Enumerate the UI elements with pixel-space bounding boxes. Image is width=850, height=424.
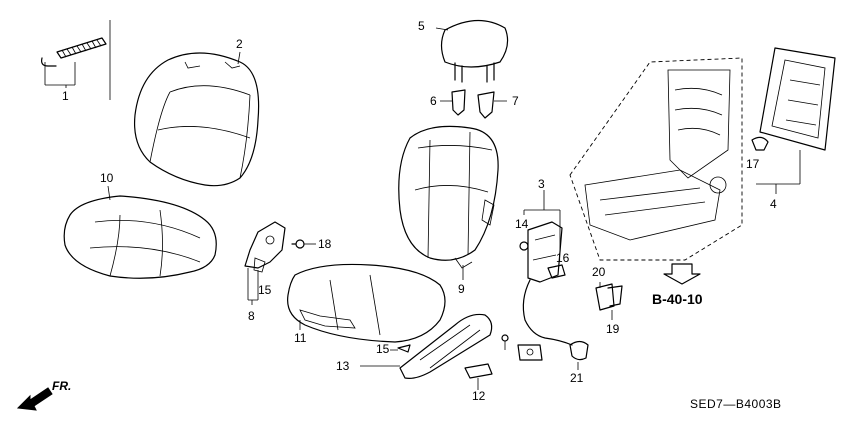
callout-15a: 15 bbox=[258, 283, 272, 297]
part-4-seat-frame bbox=[569, 57, 801, 261]
callout-6: 6 bbox=[430, 94, 437, 108]
part-5-headrest bbox=[435, 19, 509, 83]
callout-15b: 15 bbox=[376, 342, 390, 356]
part-21-clip bbox=[569, 340, 589, 370]
callout-18: 18 bbox=[318, 237, 332, 251]
callout-21: 21 bbox=[570, 371, 584, 385]
part-17-back-panel bbox=[751, 47, 836, 151]
callout-14: 14 bbox=[515, 217, 529, 231]
reference-arrow bbox=[663, 263, 701, 285]
part-6-7-guides bbox=[440, 89, 507, 119]
part-3-side-airbag bbox=[517, 190, 573, 361]
callout-16: 16 bbox=[556, 251, 570, 265]
callout-9: 9 bbox=[458, 282, 465, 296]
callout-2: 2 bbox=[236, 37, 243, 51]
part-18-screw bbox=[291, 239, 316, 249]
screw-harness bbox=[501, 334, 509, 350]
part-13-side-trim bbox=[360, 313, 493, 379]
callout-3: 3 bbox=[538, 177, 545, 191]
front-label: FR. bbox=[52, 379, 71, 393]
part-2-seat-back-cover bbox=[133, 51, 260, 187]
part-14-clip bbox=[519, 241, 529, 251]
callout-11: 11 bbox=[294, 331, 307, 345]
callout-10: 10 bbox=[100, 171, 114, 185]
callout-7: 7 bbox=[512, 94, 519, 108]
callout-12: 12 bbox=[472, 389, 486, 403]
callout-17: 17 bbox=[746, 157, 760, 171]
callout-4: 4 bbox=[770, 197, 777, 211]
part-8-bracket bbox=[244, 221, 286, 305]
front-arrow bbox=[16, 387, 53, 411]
part-9-seat-back-pad bbox=[398, 125, 499, 280]
part-12-cover bbox=[464, 363, 493, 390]
part-1-hog-rings bbox=[41, 20, 111, 100]
diagram-code: SED7—B4003B bbox=[690, 397, 782, 411]
callout-8: 8 bbox=[248, 309, 255, 323]
callout-19: 19 bbox=[606, 322, 620, 336]
reference-label: B-40-10 bbox=[652, 291, 703, 307]
part-19-20-clips bbox=[595, 282, 623, 320]
callout-5: 5 bbox=[418, 19, 425, 33]
part-11-cushion-pad bbox=[287, 263, 446, 343]
callout-1: 1 bbox=[62, 89, 69, 103]
part-10-cushion-cover bbox=[63, 185, 217, 279]
callout-20: 20 bbox=[592, 265, 606, 279]
callout-13: 13 bbox=[336, 359, 350, 373]
